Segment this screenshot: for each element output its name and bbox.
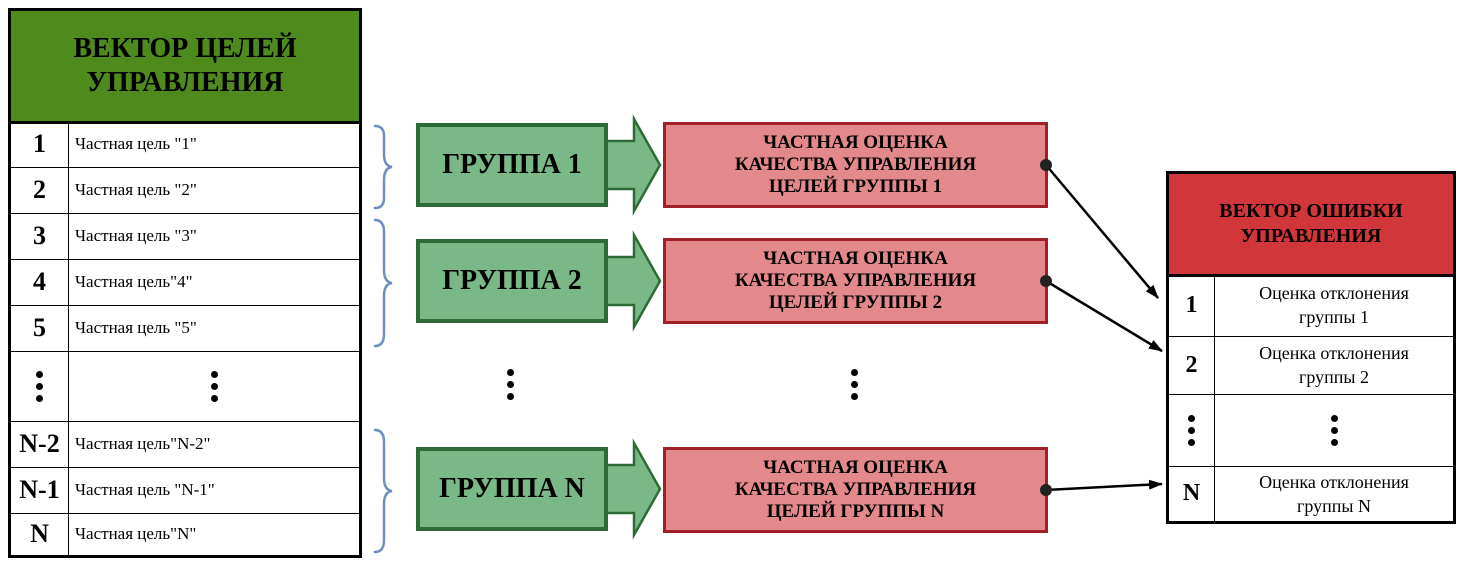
- vertical-ellipsis-icon: [1188, 414, 1195, 446]
- error-row-number: N: [1169, 466, 1215, 521]
- error-row-label: Оценка отклонения группы N: [1259, 471, 1409, 516]
- goal-row-number: N: [11, 513, 69, 555]
- vertical-ellipsis-icon: [1330, 414, 1338, 446]
- goal-row-label: Частная цель "5": [75, 318, 197, 337]
- goal-row-label: Частная цель"4": [75, 272, 193, 291]
- goal-row-label-ellipsis: [69, 351, 359, 421]
- arrow-line: [1045, 279, 1163, 353]
- error-row-number: 2: [1169, 336, 1215, 394]
- group-box-n: ГРУППА N: [416, 447, 608, 531]
- assessment-box-1: ЧАСТНАЯ ОЦЕНКА КАЧЕСТВА УПРАВЛЕНИЯ ЦЕЛЕЙ…: [663, 122, 1048, 208]
- goal-row-ellipsis: [11, 351, 359, 422]
- goal-row-number: N-1: [11, 467, 69, 513]
- goal-row-label: Частная цель "1": [75, 134, 197, 153]
- error-row: N Оценка отклонения группы N: [1169, 466, 1453, 521]
- vertical-ellipsis-icon: [851, 369, 858, 400]
- goal-row: N Частная цель"N": [11, 513, 359, 555]
- goal-row-label: Частная цель"N-2": [75, 434, 211, 453]
- vertical-ellipsis-icon: [507, 369, 514, 400]
- goal-row: 2 Частная цель "2": [11, 167, 359, 214]
- error-row-number-ellipsis: [1169, 394, 1215, 466]
- arrow-line: [1045, 479, 1163, 492]
- brace-icon: [373, 124, 393, 210]
- goals-vector-table: ВЕКТОР ЦЕЛЕЙ УПРАВЛЕНИЯ 1 Частная цель "…: [8, 8, 362, 558]
- error-vector-title-text: ВЕКТОР ОШИБКИ УПРАВЛЕНИЯ: [1219, 200, 1403, 247]
- assessment-box-n: ЧАСТНАЯ ОЦЕНКА КАЧЕСТВА УПРАВЛЕНИЯ ЦЕЛЕЙ…: [663, 447, 1048, 533]
- vertical-ellipsis-icon: [36, 370, 43, 402]
- assessment-box-2: ЧАСТНАЯ ОЦЕНКА КАЧЕСТВА УПРАВЛЕНИЯ ЦЕЛЕЙ…: [663, 238, 1048, 324]
- goal-row-label: Частная цель"N": [75, 524, 197, 543]
- goal-row: 1 Частная цель "1": [11, 121, 359, 168]
- block-arrow-icon: [608, 230, 662, 332]
- error-row-label: Оценка отклонения группы 1: [1259, 283, 1409, 327]
- goal-row-number: 3: [11, 213, 69, 259]
- goal-row: N-2 Частная цель"N-2": [11, 421, 359, 468]
- vertical-ellipsis-icon: [210, 370, 218, 402]
- goal-row: 4 Частная цель"4": [11, 259, 359, 306]
- goal-row-number: 1: [11, 121, 69, 167]
- error-row: 1 Оценка отклонения группы 1: [1169, 274, 1453, 337]
- goal-row: N-1 Частная цель "N-1": [11, 467, 359, 514]
- goals-vector-title: ВЕКТОР ЦЕЛЕЙ УПРАВЛЕНИЯ: [11, 11, 359, 124]
- error-row-number: 1: [1169, 274, 1215, 336]
- goal-row-number: 5: [11, 305, 69, 351]
- error-row-ellipsis: [1169, 394, 1453, 467]
- goal-row-label: Частная цель "2": [75, 180, 197, 199]
- goal-row-number: 4: [11, 259, 69, 305]
- brace-icon: [373, 428, 393, 554]
- block-arrow-icon: [608, 438, 662, 540]
- brace-icon: [373, 218, 393, 348]
- goal-row: 5 Частная цель "5": [11, 305, 359, 352]
- error-row-label-ellipsis: [1215, 394, 1453, 466]
- error-vector-table: ВЕКТОР ОШИБКИ УПРАВЛЕНИЯ 1 Оценка отклон…: [1166, 171, 1456, 524]
- goals-vector-title-text: ВЕКТОР ЦЕЛЕЙ УПРАВЛЕНИЯ: [73, 33, 297, 98]
- group-box-1: ГРУППА 1: [416, 123, 608, 207]
- error-vector-title: ВЕКТОР ОШИБКИ УПРАВЛЕНИЯ: [1169, 174, 1453, 277]
- goal-row-number: N-2: [11, 421, 69, 467]
- group-box-2: ГРУППА 2: [416, 239, 608, 323]
- block-arrow-icon: [608, 114, 662, 216]
- goal-row-label: Частная цель "3": [75, 226, 197, 245]
- arrow-line: [1045, 164, 1159, 299]
- goal-row-number-ellipsis: [11, 351, 69, 421]
- error-row: 2 Оценка отклонения группы 2: [1169, 336, 1453, 395]
- goal-row-number: 2: [11, 167, 69, 213]
- error-row-label: Оценка отклонения группы 2: [1259, 343, 1409, 387]
- goal-row: 3 Частная цель "3": [11, 213, 359, 260]
- goal-row-label: Частная цель "N-1": [75, 480, 215, 499]
